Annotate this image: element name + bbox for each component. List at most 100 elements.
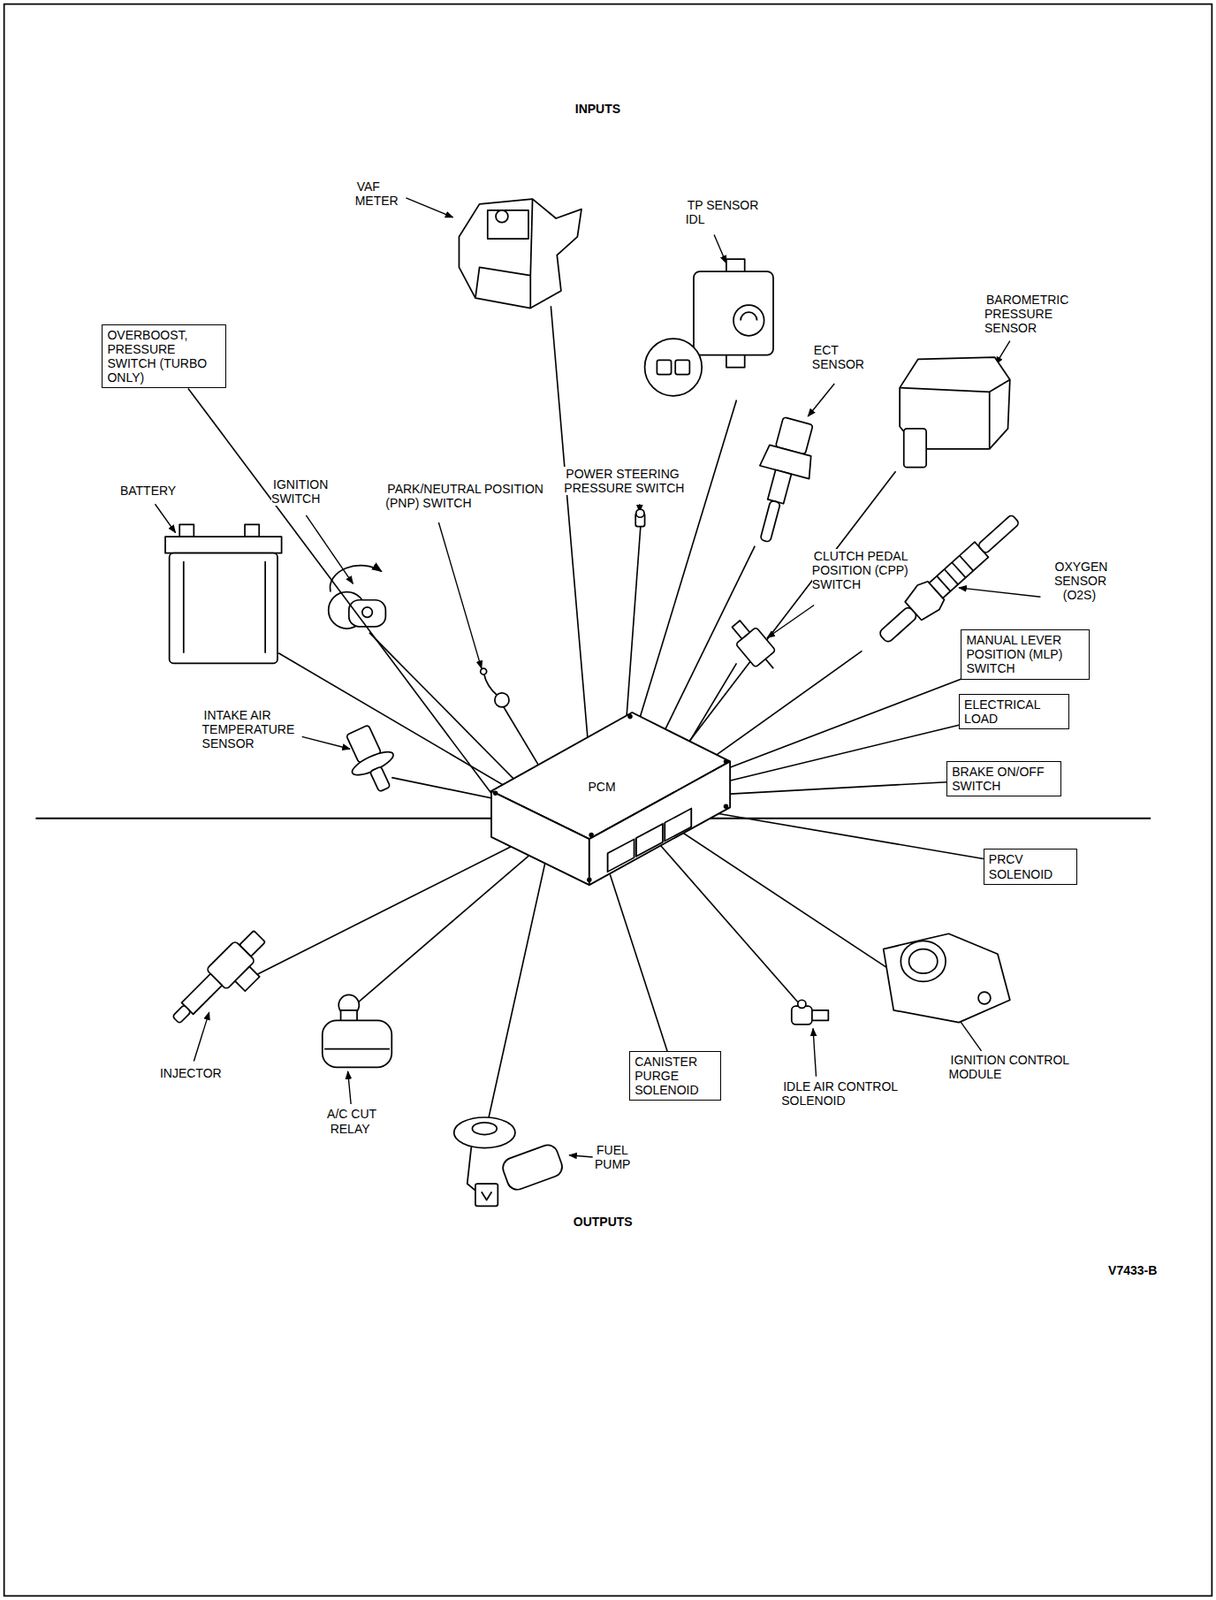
illustration-part bbox=[165, 198, 1027, 1206]
part-label-text: VAF METER bbox=[355, 179, 401, 208]
ignition-module-part bbox=[883, 933, 1011, 1022]
leader-arrow-part bbox=[348, 1071, 351, 1104]
leader-arrow-part bbox=[193, 1011, 209, 1061]
leader-arrow-part bbox=[813, 1028, 816, 1077]
part-label-text: BATTERY bbox=[118, 483, 178, 498]
part-label-text: ECT SENSOR bbox=[812, 342, 867, 372]
oxygen-sensor-part bbox=[928, 541, 988, 599]
fuel-pump-part bbox=[475, 1183, 498, 1206]
label-box: BRAKE ON/OFF SWITCH bbox=[946, 760, 1061, 797]
part-label-text: A/C CUT RELAY bbox=[325, 1106, 377, 1135]
vaf-meter bbox=[458, 198, 582, 309]
part-label: INJECTOR bbox=[158, 1065, 240, 1080]
part-label-text: INJECTOR bbox=[158, 1065, 224, 1080]
page-frame bbox=[4, 4, 1213, 1596]
part-label: FUEL PUMP bbox=[594, 1142, 648, 1171]
part-label: VAF METER bbox=[355, 179, 411, 208]
tp-sensor-part bbox=[656, 359, 671, 374]
cpp-switch bbox=[725, 615, 783, 677]
part-label-text: IGNITION SWITCH bbox=[271, 477, 328, 506]
injector-part bbox=[172, 1004, 191, 1024]
tp-sensor-part bbox=[645, 338, 703, 396]
battery-part bbox=[179, 524, 194, 537]
tp-sensor-part bbox=[693, 271, 774, 356]
part-label: TP SENSOR IDL bbox=[685, 197, 768, 227]
leader-arrow-part bbox=[438, 522, 481, 669]
pnp-switch-part bbox=[480, 668, 487, 675]
iac-solenoid-part bbox=[812, 1010, 829, 1021]
label-box: OVERBOOST, PRESSURE SWITCH (TURBO ONLY) bbox=[101, 324, 227, 388]
vaf-meter-part bbox=[487, 210, 529, 239]
part-label: INPUTS bbox=[566, 101, 631, 116]
iac-solenoid bbox=[791, 999, 829, 1025]
ignition-module-part bbox=[900, 940, 946, 981]
box-text: PRCV SOLENOID bbox=[988, 851, 1072, 881]
page-frame-part bbox=[4, 4, 1213, 1596]
part-label-text: OUTPUTS bbox=[571, 1214, 635, 1229]
oxygen-sensor-part bbox=[977, 514, 1020, 555]
injector-part bbox=[235, 965, 260, 991]
part-label: IDLE AIR CONTROL SOLENOID bbox=[781, 1079, 935, 1108]
cpp-switch-part bbox=[731, 620, 750, 639]
leader-arrow-part bbox=[958, 587, 1041, 597]
pcm-connector bbox=[608, 838, 635, 872]
pnp-switch-part bbox=[483, 671, 498, 697]
iat-sensor bbox=[336, 720, 405, 798]
tp-sensor-part bbox=[740, 311, 757, 320]
part-label-text: IDLE AIR CONTROL SOLENOID bbox=[781, 1079, 898, 1108]
part-label-text: INTAKE AIR TEMPERATURE SENSOR bbox=[202, 707, 296, 751]
ignition-module-part bbox=[978, 991, 991, 1004]
pcm-screw bbox=[494, 790, 498, 795]
leader-arrow-part bbox=[807, 383, 835, 417]
part-label: OUTPUTS bbox=[566, 1214, 640, 1229]
vaf-meter-part bbox=[458, 198, 582, 309]
wire bbox=[243, 305, 897, 1122]
part-label-text: FUEL PUMP bbox=[594, 1142, 632, 1171]
leader-arrow-part bbox=[569, 1155, 593, 1157]
fuel-pump-part bbox=[471, 1122, 497, 1135]
ac-cut-relay bbox=[322, 994, 392, 1067]
box-text: CANISTER PURGE SOLENOID bbox=[634, 1054, 716, 1097]
ps-switch-part bbox=[636, 509, 645, 517]
vaf-meter-part bbox=[495, 210, 509, 223]
ect-sensor bbox=[741, 414, 823, 548]
wire-part bbox=[550, 305, 592, 786]
tp-sensor-part bbox=[675, 359, 690, 374]
barometric-sensor-part bbox=[904, 428, 927, 468]
signal-wire bbox=[730, 782, 948, 794]
part-label: POWER STEERING PRESSURE SWITCH bbox=[563, 466, 712, 495]
battery-part bbox=[183, 561, 266, 654]
vaf-meter-part bbox=[475, 266, 531, 308]
cpp-switch-part bbox=[765, 659, 774, 669]
part-label: IGNITION SWITCH bbox=[271, 477, 350, 506]
battery-part bbox=[169, 553, 278, 664]
label-box: CANISTER PURGE SOLENOID bbox=[629, 1050, 722, 1101]
ignition-switch-part bbox=[349, 600, 387, 627]
leader-arrow-part bbox=[154, 503, 175, 532]
wire-part bbox=[349, 836, 552, 1011]
pcm-connector bbox=[636, 823, 663, 857]
wire-part bbox=[243, 826, 552, 981]
pcm-screw bbox=[590, 832, 594, 836]
pcm-screw bbox=[629, 714, 633, 719]
box-text: MANUAL LEVER POSITION (MLP) SWITCH bbox=[965, 632, 1084, 676]
part-label: INTAKE AIR TEMPERATURE SENSOR bbox=[202, 707, 315, 751]
ignition-module-part bbox=[909, 949, 938, 974]
label-box: ELECTRICAL LOAD bbox=[958, 693, 1070, 730]
part-label-text: POWER STEERING PRESSURE SWITCH bbox=[563, 466, 686, 495]
fuel-pump-part bbox=[454, 1117, 516, 1148]
part-label: V7433-B bbox=[1081, 1262, 1160, 1277]
tp-sensor-part bbox=[733, 304, 765, 336]
injector bbox=[166, 926, 281, 1041]
signal-wire bbox=[730, 678, 962, 768]
ac-cut-relay-part bbox=[322, 1019, 392, 1067]
box-text: OVERBOOST, PRESSURE SWITCH (TURBO ONLY) bbox=[106, 327, 221, 385]
part-label: ECT SENSOR bbox=[812, 342, 878, 372]
part-label: BAROMETRIC PRESSURE SENSOR bbox=[984, 292, 1079, 335]
box-text: ELECTRICAL LOAD bbox=[964, 697, 1064, 726]
signal-wire bbox=[715, 813, 983, 859]
label-box: MANUAL LEVER POSITION (MLP) SWITCH bbox=[960, 629, 1089, 679]
fuel-pump bbox=[454, 1117, 566, 1206]
fuel-pump-part bbox=[500, 1141, 565, 1193]
